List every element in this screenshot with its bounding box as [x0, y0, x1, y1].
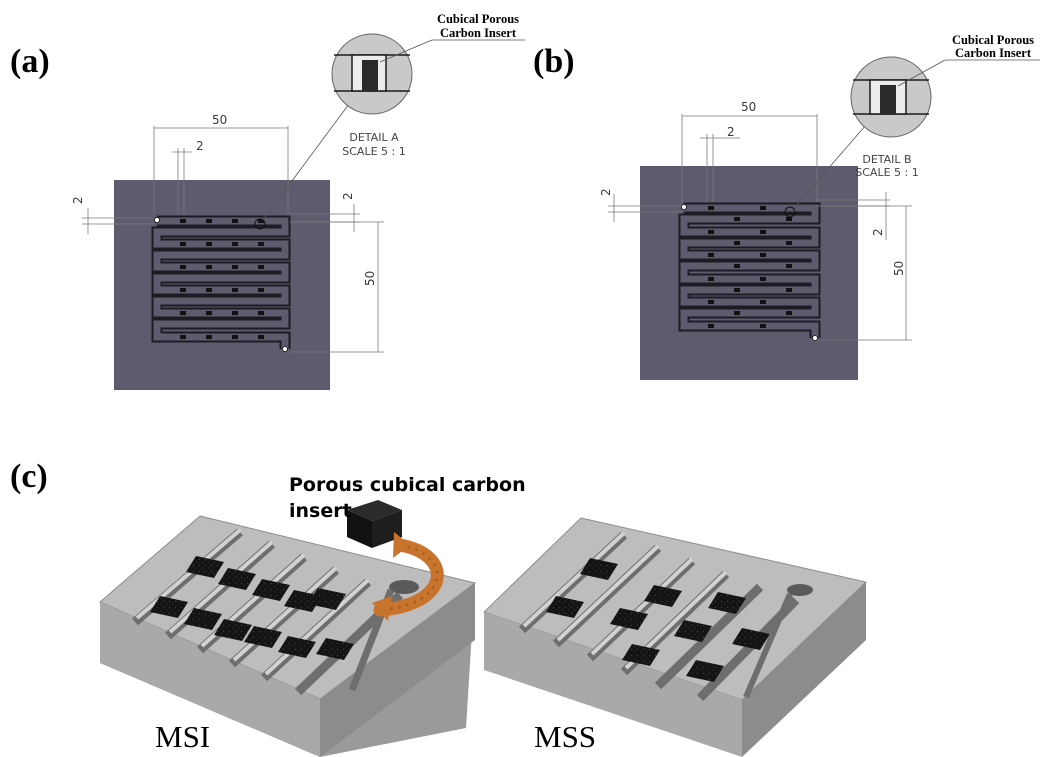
dim-a-height: 50	[363, 271, 377, 286]
detail-b-scale: SCALE 5 : 1	[855, 166, 918, 179]
detail-b-title: DETAIL B	[862, 153, 911, 166]
dim-b-channel: 2	[727, 125, 735, 139]
detail-a-title: DETAIL A	[349, 131, 399, 144]
panel-b-label: (b)	[533, 43, 575, 80]
caption-msi: MSI	[155, 719, 210, 754]
panel-a-label: (a)	[10, 43, 50, 80]
callout-b-line1: Cubical Porous	[952, 33, 1034, 47]
panel-c-label: (c)	[10, 458, 48, 495]
panel-c: (c)	[10, 458, 868, 757]
insert-arrow	[372, 532, 444, 621]
callout-a-line2: Carbon Insert	[440, 26, 517, 40]
callout-a-line1: Cubical Porous	[437, 12, 519, 26]
dim-a-channel: 2	[196, 139, 204, 153]
mss-plate	[483, 517, 868, 757]
dim-a-left: 2	[71, 196, 85, 204]
callout-b-line2: Carbon Insert	[955, 46, 1032, 60]
panel-b-dimensions: 50 2 2 2 50	[599, 100, 912, 341]
dim-a-width: 50	[212, 113, 227, 127]
panel-b: (b) 5	[533, 33, 1040, 380]
msi-plate	[99, 515, 477, 757]
panel-a: (a) 50 2	[10, 12, 525, 390]
caption-mss: MSS	[534, 719, 596, 754]
dim-a-right: 2	[341, 192, 355, 200]
insert-label-line2: insert	[289, 500, 352, 522]
panel-a-detail: Cubical Porous Carbon Insert DETAIL A SC…	[262, 12, 525, 221]
panel-b-serpentine	[678, 202, 821, 341]
dim-b-width: 50	[741, 100, 756, 114]
dim-b-height: 50	[892, 261, 906, 276]
panel-a-dimensions: 50 2 2 2 50	[71, 113, 384, 353]
insert-label-line1: Porous cubical carbon	[289, 474, 526, 496]
panel-a-serpentine	[151, 215, 291, 352]
dim-b-left: 2	[599, 188, 613, 196]
dim-b-right: 2	[871, 228, 885, 236]
panel-b-detail: Cubical Porous Carbon Insert DETAIL B SC…	[793, 33, 1040, 209]
detail-a-scale: SCALE 5 : 1	[342, 145, 405, 158]
panel-b-plate	[640, 166, 858, 380]
